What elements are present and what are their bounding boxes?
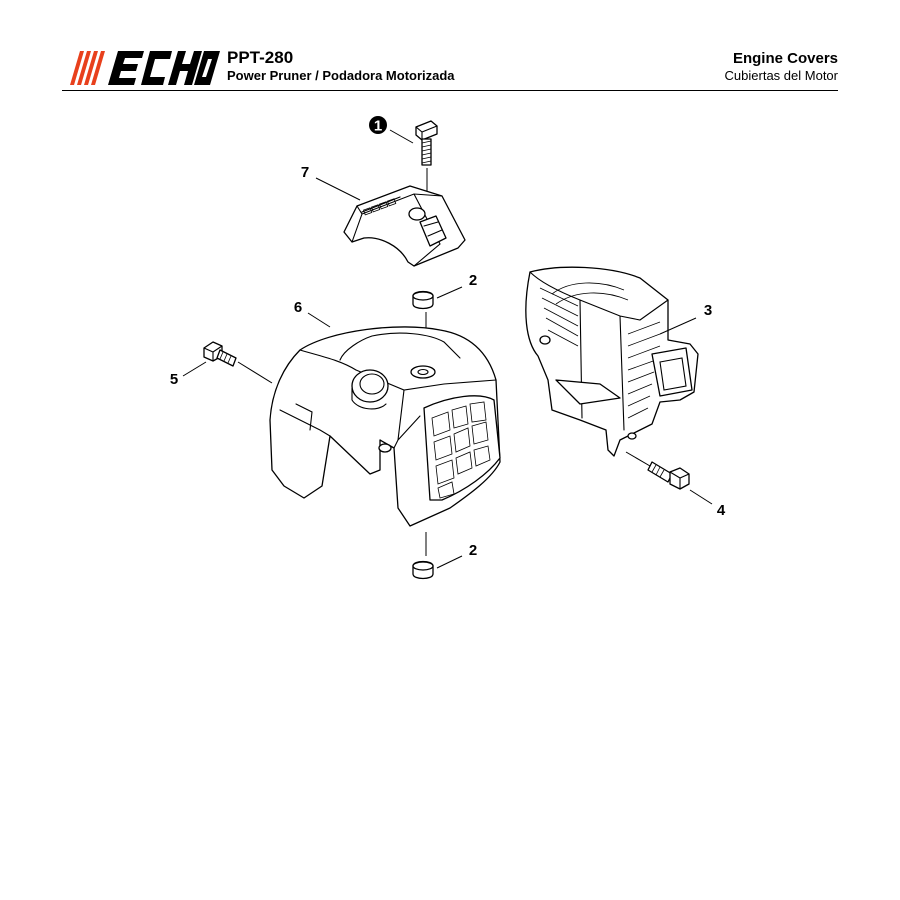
part-7-top-cover [343,185,466,267]
model-number: PPT-280 [227,48,294,67]
callout-3: 3 [704,302,712,319]
callout-6: 6 [294,299,302,316]
callout-5: 5 [170,371,178,388]
part-1-screw [415,120,438,232]
product-name: Power Pruner / Podadora Motorizada [227,68,455,83]
callout-4: 4 [717,502,726,519]
svg-text:1: 1 [374,118,382,135]
section-title-spanish: Cubiertas del Motor [724,68,838,83]
echo-logo [70,51,220,85]
part-2-grommet-lower [412,560,434,580]
section-title: Engine Covers [732,50,838,67]
part-2-grommet-upper [412,290,434,372]
part-6-engine-cover [269,326,501,556]
part-4-screw [625,451,713,505]
callout-2-lower: 2 [469,542,477,559]
callout-1: 1 [369,116,387,135]
page-header: PPT-280 Power Pruner / Podadora Motoriza… [62,47,838,91]
header-divider [62,90,838,91]
callout-7: 7 [301,164,309,181]
part-5-screw [203,341,273,384]
part-3-rear-shroud [525,266,699,457]
callout-2-upper: 2 [469,272,477,289]
